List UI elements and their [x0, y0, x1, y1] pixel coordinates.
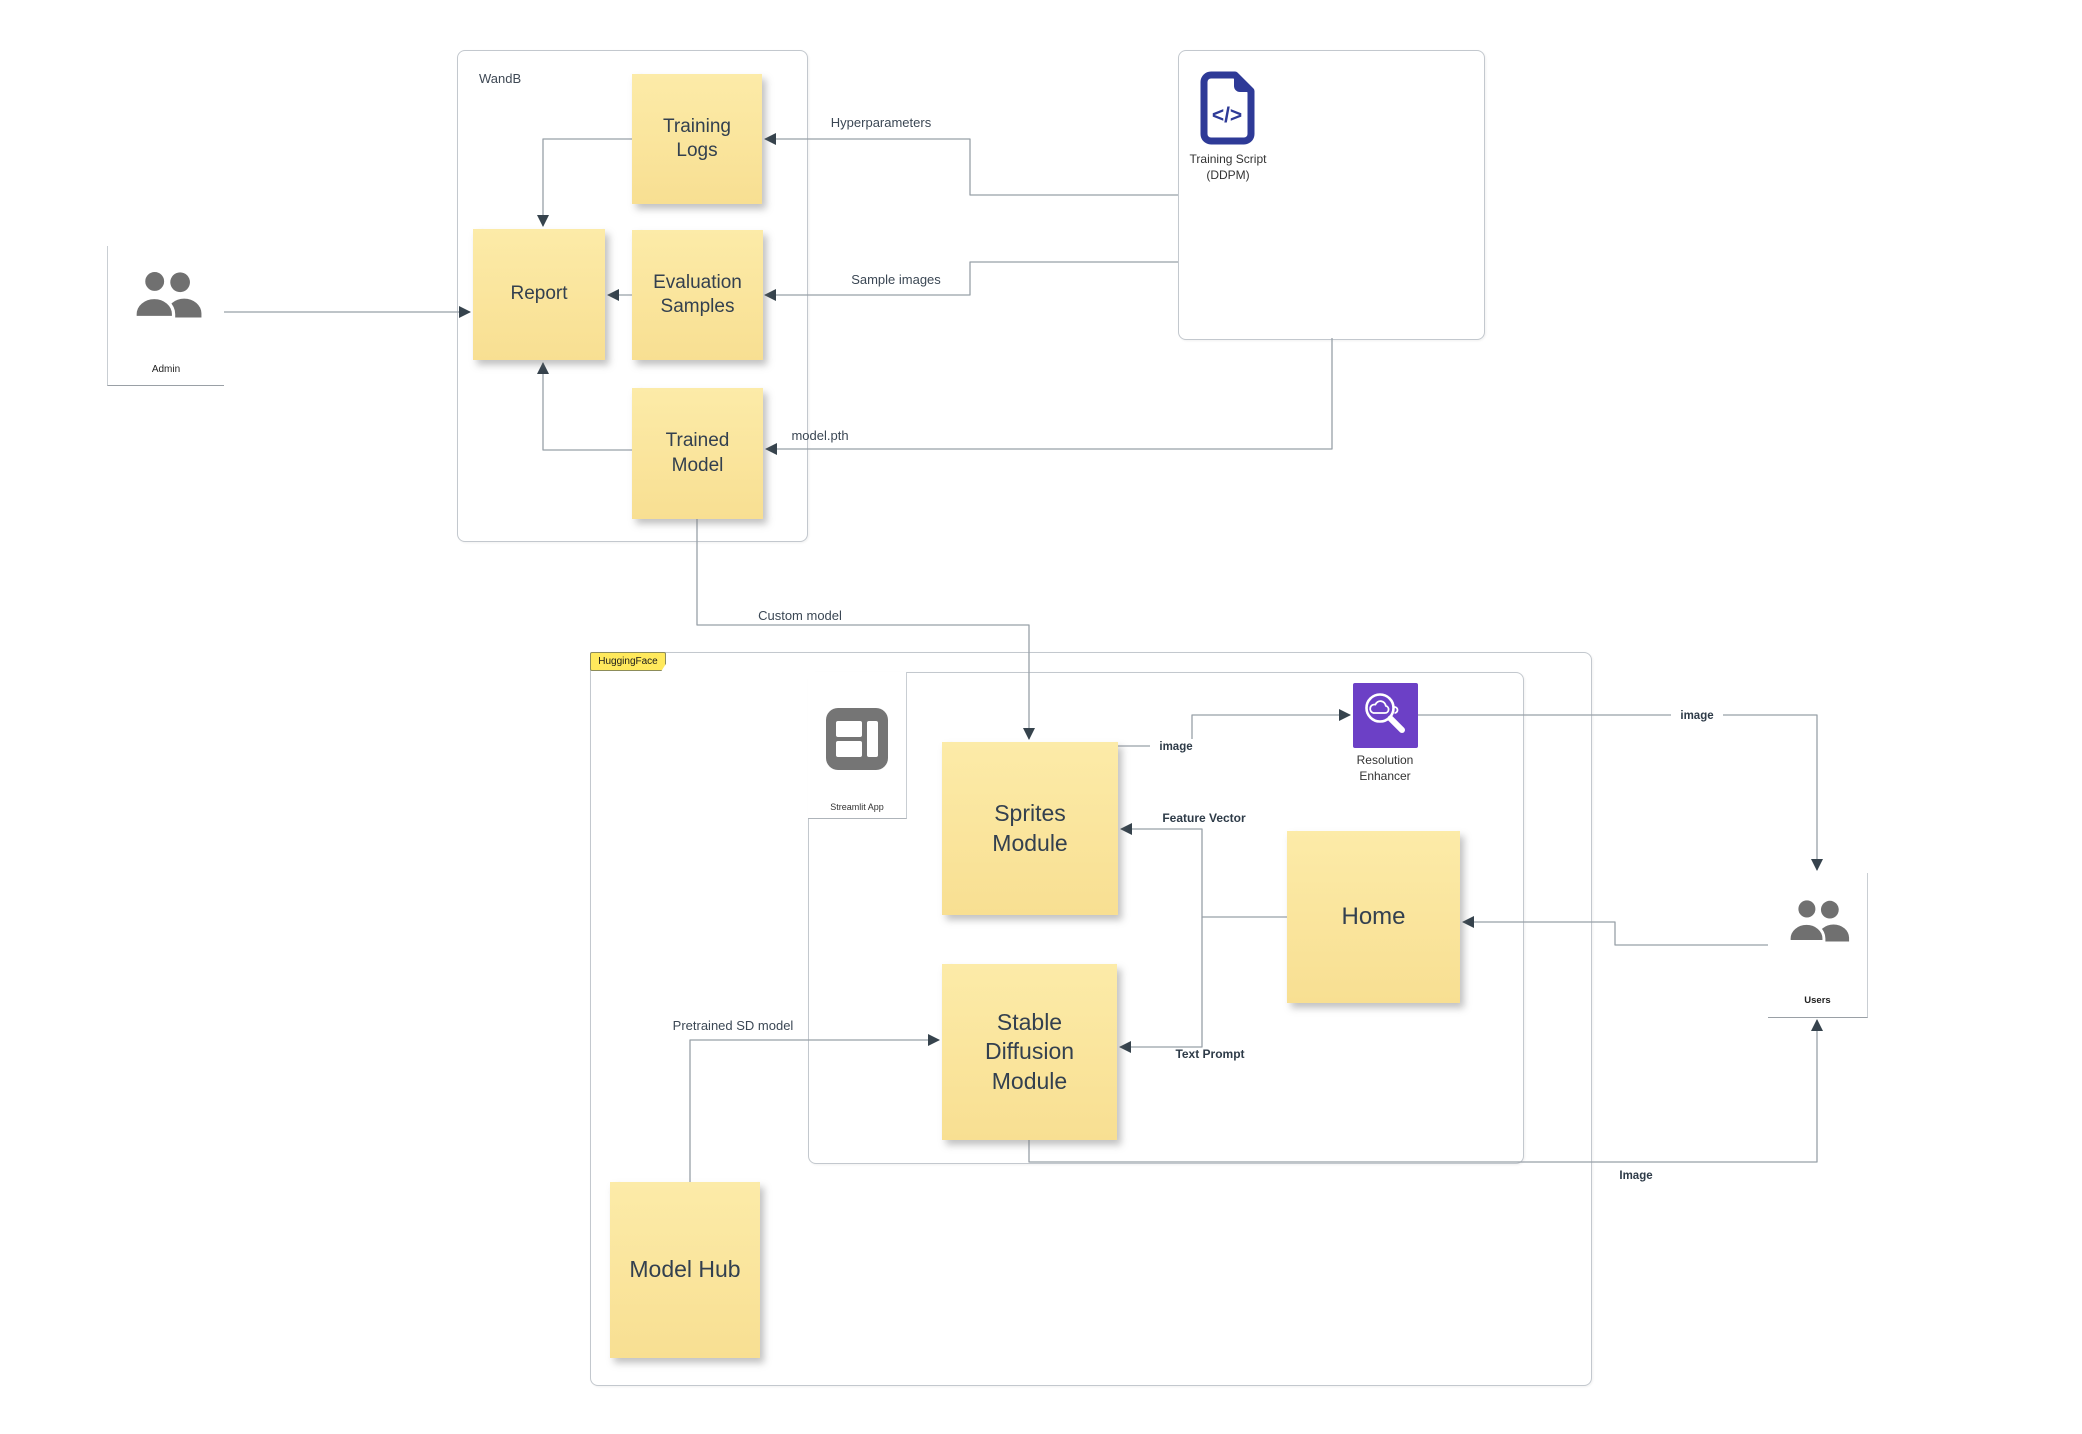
users-label: Users: [1804, 995, 1831, 1006]
streamlit-app-card[interactable]: Streamlit App: [808, 672, 907, 819]
note-stable-diffusion-module[interactable]: Stable Diffusion Module: [942, 964, 1117, 1140]
label-image-to-users: image: [1680, 710, 1713, 722]
label-custom-model: Custom model: [758, 608, 842, 623]
huggingface-tab[interactable]: HuggingFace: [590, 652, 666, 671]
users-actor[interactable]: Users: [1768, 873, 1868, 1018]
label-hyperparameters: Hyperparameters: [831, 115, 932, 130]
svg-text:</>: </>: [1212, 104, 1242, 127]
wandb-container-label: WandB: [479, 71, 522, 86]
note-trained-model[interactable]: Trained Model: [632, 388, 763, 519]
connector-sample-images[interactable]: [764, 261, 1178, 301]
label-bg: [1671, 708, 1723, 722]
note-model-hub[interactable]: Model Hub: [610, 1182, 760, 1358]
note-home[interactable]: Home: [1287, 831, 1460, 1003]
label-image-return: Image: [1619, 1170, 1652, 1182]
users-icon: [133, 268, 202, 320]
app-layout-icon: [826, 708, 888, 770]
label-sample-images: Sample images: [851, 272, 941, 287]
admin-actor[interactable]: Admin: [107, 246, 224, 386]
admin-label: Admin: [151, 364, 181, 375]
code-file-icon: </>: [1200, 71, 1255, 145]
training-script-icon-card[interactable]: </> Training Script (DDPM): [1178, 66, 1278, 186]
training-script-label-line2: (DDPM): [1206, 168, 1250, 182]
connector-hyperparameters[interactable]: [764, 133, 1178, 196]
magnifier-cloud-icon: [1353, 683, 1418, 748]
note-evaluation-samples[interactable]: Evaluation Samples: [632, 230, 763, 360]
resolution-enhancer-card[interactable]: Resolution Enhancer: [1345, 683, 1425, 793]
connector-model-pth[interactable]: [765, 338, 1333, 455]
note-training-logs[interactable]: Training Logs: [632, 74, 762, 204]
users-icon: [1787, 897, 1850, 943]
huggingface-tab-label: HuggingFace: [598, 656, 658, 667]
note-report[interactable]: Report: [473, 229, 605, 360]
note-sprites-module[interactable]: Sprites Module: [942, 742, 1118, 915]
streamlit-app-label: Streamlit App: [830, 802, 884, 812]
training-script-label-line1: Training Script: [1189, 152, 1267, 166]
resolution-enhancer-label: Resolution Enhancer: [1356, 753, 1414, 783]
